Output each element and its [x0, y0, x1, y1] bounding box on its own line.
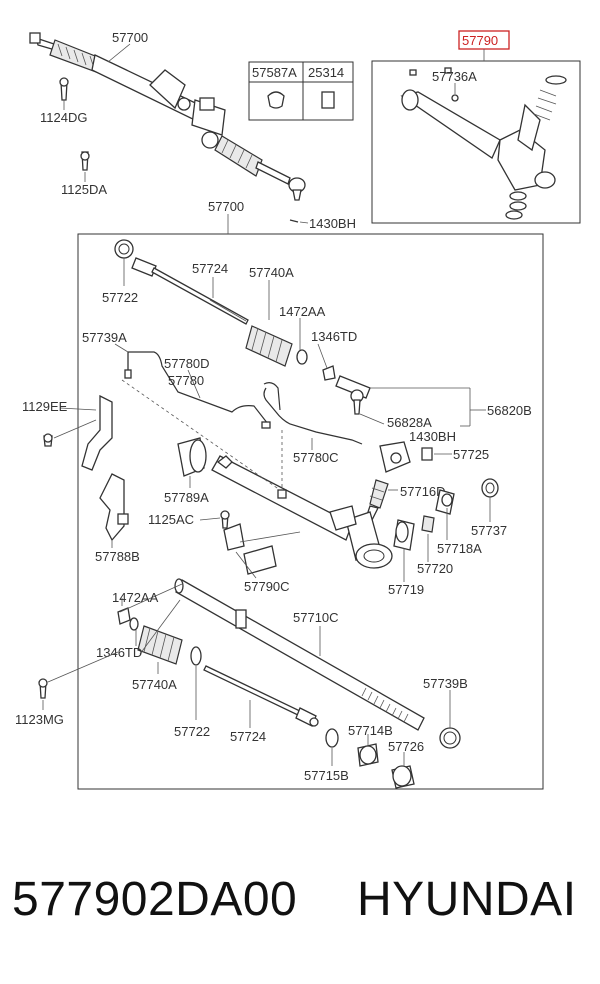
kit-table: [248, 61, 354, 121]
part-number: 577902DA00: [12, 873, 298, 926]
lower-tie-rod-parts: [117, 583, 202, 720]
tie-rod-end-upper: [359, 387, 486, 427]
bushing-icon: [321, 91, 335, 109]
label-1430bh-top: 1430BH: [309, 216, 356, 231]
label-57780d: 57780D: [164, 356, 210, 371]
label-57700-b: 57700: [208, 199, 244, 214]
rack-housing: [121, 379, 393, 569]
label-56820b: 56820B: [487, 403, 532, 418]
label-57715b: 57715B: [304, 768, 349, 783]
rack-bushing: [177, 437, 207, 488]
mounting-bracket: [43, 394, 113, 471]
label-1346td-top: 1346TD: [311, 329, 357, 344]
label-57740a-bot: 57740A: [132, 677, 177, 692]
label-57587a: 57587A: [252, 65, 297, 80]
feed-pipes: [114, 343, 363, 450]
label-1472aa-bot: 1472AA: [112, 590, 159, 605]
label-1123mg: 1123MG: [15, 712, 64, 727]
inner-tie-rod-lower: [203, 665, 339, 766]
label-57719: 57719: [388, 582, 424, 597]
label-57780: 57780: [168, 373, 204, 388]
inner-tie-rod-upper: [114, 239, 371, 415]
label-57722-b: 57722: [174, 724, 210, 739]
label-57790c: 57790C: [244, 579, 290, 594]
label-57789a: 57789A: [164, 490, 209, 505]
lower-bolt: [38, 651, 119, 710]
caption-bar: 577902DA00 HYUNDAI: [0, 872, 600, 952]
label-57700-a: 57700: [112, 30, 148, 45]
label-57739a: 57739A: [82, 330, 127, 345]
label-1125da: 1125DA: [61, 182, 107, 197]
label-56828a: 56828A: [387, 415, 432, 430]
label-57790-highlighted: 57790: [462, 33, 498, 48]
brand-name: HYUNDAI: [357, 873, 577, 926]
label-57722-a: 57722: [102, 290, 138, 305]
label-57724-a: 57724: [192, 261, 228, 276]
label-57739b: 57739B: [423, 676, 468, 691]
exploded-view-frame: [77, 233, 544, 790]
label-57716d: 57716D: [400, 484, 446, 499]
label-1430bh-mid: 1430BH: [409, 429, 456, 444]
label-57780c: 57780C: [293, 450, 339, 465]
gear-housing-box: [371, 30, 581, 224]
rack-bar: [174, 578, 425, 731]
clamp-icon: [267, 91, 285, 109]
label-57740a-top: 57740A: [249, 265, 294, 280]
label-57788b: 57788B: [95, 549, 140, 564]
seal-parts: [357, 690, 461, 789]
label-57726: 57726: [388, 739, 424, 754]
label-1472aa-top: 1472AA: [279, 304, 326, 319]
label-57737: 57737: [471, 523, 507, 538]
label-1129ee: 1129EE: [22, 399, 68, 414]
label-57736a: 57736A: [432, 69, 477, 84]
label-57724-b: 57724: [230, 729, 266, 744]
label-1125ac: 1125AC: [148, 512, 194, 527]
pinion-valve: [365, 441, 452, 521]
label-57718a: 57718A: [437, 541, 482, 556]
label-1124dg: 1124DG: [40, 110, 87, 125]
label-1346td-bot: 1346TD: [96, 645, 142, 660]
label-57725: 57725: [453, 447, 489, 462]
label-57710c: 57710C: [293, 610, 339, 625]
clamp-bracket: [99, 473, 301, 579]
label-57714b: 57714B: [348, 723, 393, 738]
label-25314: 25314: [308, 65, 344, 80]
yoke-parts: [393, 478, 499, 582]
label-57720: 57720: [417, 561, 453, 576]
steering-gear-assembly-top: [29, 32, 309, 224]
